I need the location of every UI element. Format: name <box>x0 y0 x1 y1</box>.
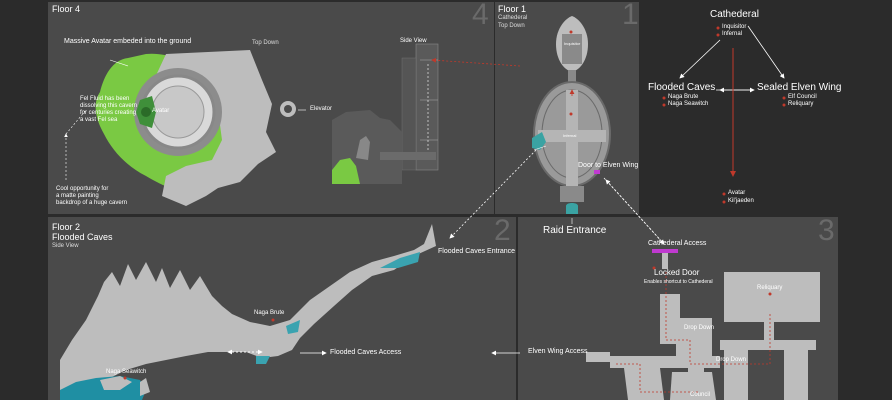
cool-note-line: Cool opportunity for <box>56 186 109 192</box>
floor4-view: Top Down <box>252 40 279 46</box>
floor2-subtitle: Flooded Caves <box>52 232 113 242</box>
floor4-rock <box>152 50 276 206</box>
locked-door-note: Enables shortcut to Cathederal <box>644 279 713 285</box>
cathederal-access-label: Cathederal Access <box>648 240 707 247</box>
floor1-number: 1 <box>622 0 639 31</box>
floor3-number: 3 <box>818 214 835 247</box>
cathederal-access-door <box>652 249 678 253</box>
drop-down-label: Drop Down <box>716 357 747 363</box>
flow-avatar: Avatar <box>728 190 746 196</box>
avatar-note: Massive Avatar embeded into the ground <box>64 38 192 45</box>
flow-elf-council: Elf Council <box>788 94 817 100</box>
flow-cathederal: Cathederal <box>710 9 759 20</box>
elevator-label: Elevator <box>310 106 333 112</box>
fel-note: Fel Fluid has been dissolving this caver… <box>80 96 137 124</box>
naga-brute-label: Naga Brute <box>254 310 285 316</box>
flooded-caves-rock <box>60 224 436 400</box>
floor2-number: 2 <box>494 214 511 247</box>
infernal-marker-label: Infernal <box>563 133 577 138</box>
flowchart-panel <box>640 2 892 214</box>
floor2-title: Floor 2 <box>52 222 81 232</box>
cool-note: Cool opportunity for a matte painting ba… <box>56 186 127 207</box>
fel-note-line: a vast Fel sea <box>80 117 118 123</box>
door-elven-label: Door to Elven Wing <box>578 162 639 169</box>
sideview-label: Side View <box>400 38 427 44</box>
fel-note-line: Fel Fluid has been <box>80 96 130 102</box>
flow-naga-brute: Naga Brute <box>668 94 699 100</box>
fel-note-line: for centuries creating <box>80 110 137 116</box>
sideview-avatar <box>356 136 370 160</box>
cool-note-line: backdrop of a huge cavern <box>56 200 128 206</box>
avatar-label: Avatar <box>152 108 170 114</box>
floor3-path <box>665 272 771 365</box>
flooded-caves-access-label: Flooded Caves Access <box>330 349 402 356</box>
fel-note-line: dissolving this cavern <box>80 103 138 109</box>
flooded-caves-entrance-label: Flooded Caves Entrance <box>438 248 516 255</box>
elven-wing-access-label: Elven Wing Access <box>528 348 588 355</box>
reliquary-room <box>724 272 820 322</box>
sideview-shaft <box>415 43 439 171</box>
floor4-map <box>64 43 439 206</box>
flowchart <box>662 25 786 204</box>
reliquary-label: Reliquary <box>757 285 783 291</box>
cool-note-line: a matte painting <box>56 193 99 199</box>
floor1-map <box>431 16 611 214</box>
floor1-view: Top Down <box>498 23 525 29</box>
flow-flooded-caves: Flooded Caves <box>648 82 716 93</box>
council-label: Council <box>690 392 711 398</box>
raid-entrance-label: Raid Entrance <box>543 225 607 236</box>
floor2-map <box>60 224 436 400</box>
locked-door-label: Locked Door <box>654 268 700 277</box>
flow-infernal: Infernal <box>722 31 743 37</box>
sideview-fel <box>332 158 360 184</box>
drop-down-label: Drop Down <box>684 325 715 331</box>
naga-seawitch-label: Naga Seawitch <box>106 369 147 375</box>
flow-sealed-elven-wing: Sealed Elven Wing <box>757 82 842 93</box>
flow-inquisitor: Inquisitor <box>722 24 747 30</box>
floor3-map <box>491 249 820 400</box>
floor4-number: 4 <box>472 0 489 31</box>
floor1-title: Floor 1 <box>498 4 527 14</box>
inquisitor-marker-label: Inquisitor <box>564 41 581 46</box>
floor2-view: Side View <box>52 243 79 249</box>
flow-naga-seawitch: Naga Seawitch <box>668 101 709 107</box>
floor4-title: Floor 4 <box>52 4 81 14</box>
flow-reliquary: Reliquary <box>788 101 814 107</box>
floor1-subtitle: Cathederal <box>498 15 528 21</box>
flow-kiljaeden: Kil'jaeden <box>728 198 754 204</box>
raid-entrance-portal <box>566 203 578 214</box>
